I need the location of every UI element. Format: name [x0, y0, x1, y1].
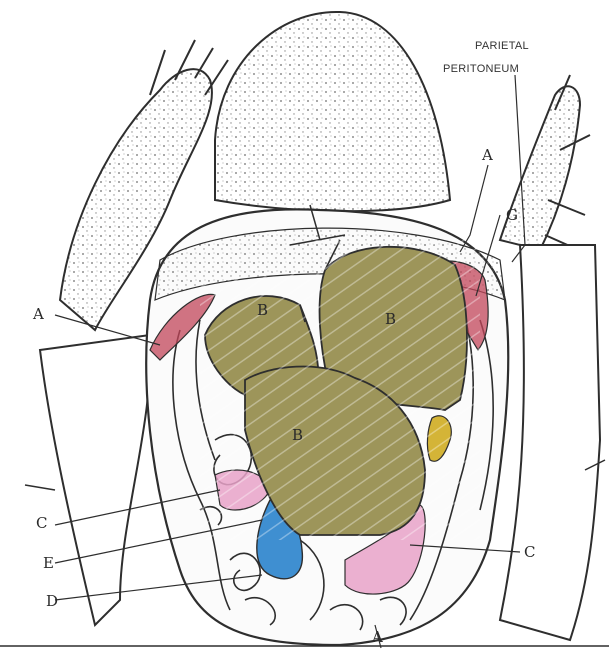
right-skin-flap [500, 245, 600, 640]
label-c-left: C [36, 516, 47, 531]
label-a-bottom: A [372, 630, 383, 645]
label-b-left: B [257, 303, 268, 318]
liver [200, 240, 480, 540]
label-b-center: B [292, 428, 303, 443]
label-g-right: G [506, 208, 518, 223]
label-d-left: D [46, 594, 58, 609]
label-c-right: C [524, 545, 535, 560]
label-a-top: A [482, 148, 493, 163]
right-forelimb [500, 86, 580, 250]
head-outline [215, 12, 450, 211]
label-b-right: B [385, 312, 396, 327]
label-e-left: E [43, 556, 54, 571]
annotation-parietal: PARIETAL [475, 40, 529, 52]
label-a-left: A [33, 307, 44, 322]
left-skin-flap [40, 335, 150, 625]
annotation-peritoneum: PERITONEUM [443, 63, 519, 75]
